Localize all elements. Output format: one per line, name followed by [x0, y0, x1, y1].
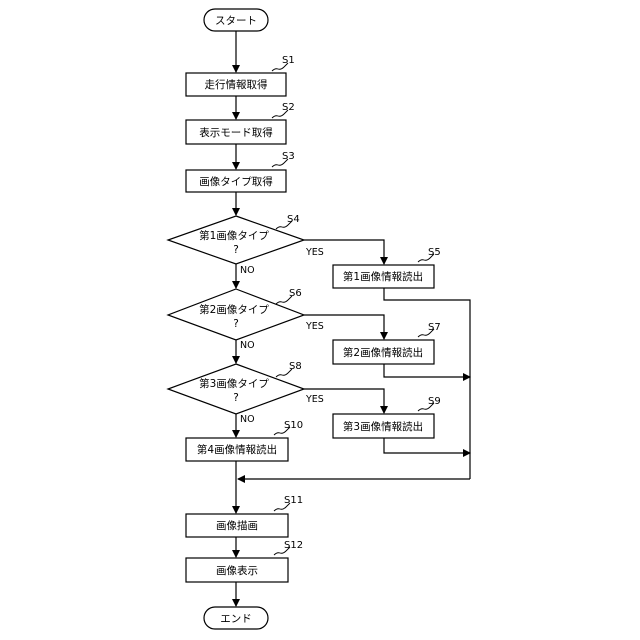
step-id-s8: S8: [289, 361, 302, 372]
step-id-s1: S1: [282, 55, 295, 66]
no-label-s8: NO: [240, 414, 255, 425]
step-id-s10: S10: [284, 420, 303, 431]
step-s2: 表示モード取得: [186, 120, 286, 144]
step-s7-label: 第2画像情報読出: [343, 346, 423, 359]
step-id-s6: S6: [289, 288, 302, 299]
yes-label-s4: YES: [305, 247, 324, 258]
step-s5-label: 第1画像情報読出: [343, 270, 423, 283]
step-s3: 画像タイプ取得: [186, 170, 286, 192]
step-id-s2: S2: [282, 102, 295, 113]
step-s3-label: 画像タイプ取得: [199, 176, 273, 188]
step-s12-label: 画像表示: [216, 564, 258, 577]
step-id-s9: S9: [428, 396, 441, 407]
step-ids: S1 S2 S3 S4 S5 S6 S7 S8 S9 S10 S11 S12: [272, 55, 441, 555]
step-id-s11: S11: [284, 495, 303, 506]
step-s11-label: 画像描画: [216, 519, 258, 532]
step-s10-label: 第4画像情報読出: [197, 443, 277, 456]
step-id-s12: S12: [284, 540, 303, 551]
arrow-s7-merge: [384, 364, 470, 377]
no-label-s4: NO: [240, 265, 255, 276]
step-s9-label: 第3画像情報読出: [343, 420, 423, 433]
step-s10: 第4画像情報読出: [186, 438, 288, 461]
decision-s4-label: 第1画像タイプ: [199, 229, 269, 242]
step-s5: 第1画像情報読出: [333, 265, 434, 288]
step-s12: 画像表示: [186, 558, 288, 582]
decision-s6-label: 第2画像タイプ: [199, 303, 269, 316]
decision-s8: 第3画像タイプ ?: [168, 364, 304, 414]
decision-s8-label: 第3画像タイプ: [199, 377, 269, 390]
yes-label-s8: YES: [305, 394, 324, 405]
yes-label-s6: YES: [305, 321, 324, 332]
decision-s4-q: ?: [233, 244, 239, 256]
step-id-s5: S5: [428, 247, 441, 258]
end-terminal: エンド: [204, 607, 268, 629]
end-label: エンド: [220, 613, 252, 625]
line-s5-merge: [384, 288, 470, 479]
step-s9: 第3画像情報読出: [333, 414, 434, 438]
arrow-s9-merge: [384, 438, 470, 453]
step-s7: 第2画像情報読出: [333, 340, 434, 364]
start-terminal: スタート: [204, 9, 268, 31]
start-label: スタート: [215, 15, 257, 27]
step-s1: 走行情報取得: [186, 73, 286, 96]
decision-s6: 第2画像タイプ ?: [168, 289, 304, 340]
step-s2-label: 表示モード取得: [199, 126, 273, 139]
step-s1-label: 走行情報取得: [205, 78, 268, 91]
step-id-s4: S4: [287, 214, 300, 225]
step-id-s7: S7: [428, 322, 441, 333]
step-id-s3: S3: [282, 151, 295, 162]
decision-s8-q: ?: [233, 392, 239, 404]
step-s11: 画像描画: [186, 514, 288, 537]
decision-s4: 第1画像タイプ ?: [168, 216, 304, 264]
no-label-s6: NO: [240, 340, 255, 351]
decision-s6-q: ?: [233, 318, 239, 330]
